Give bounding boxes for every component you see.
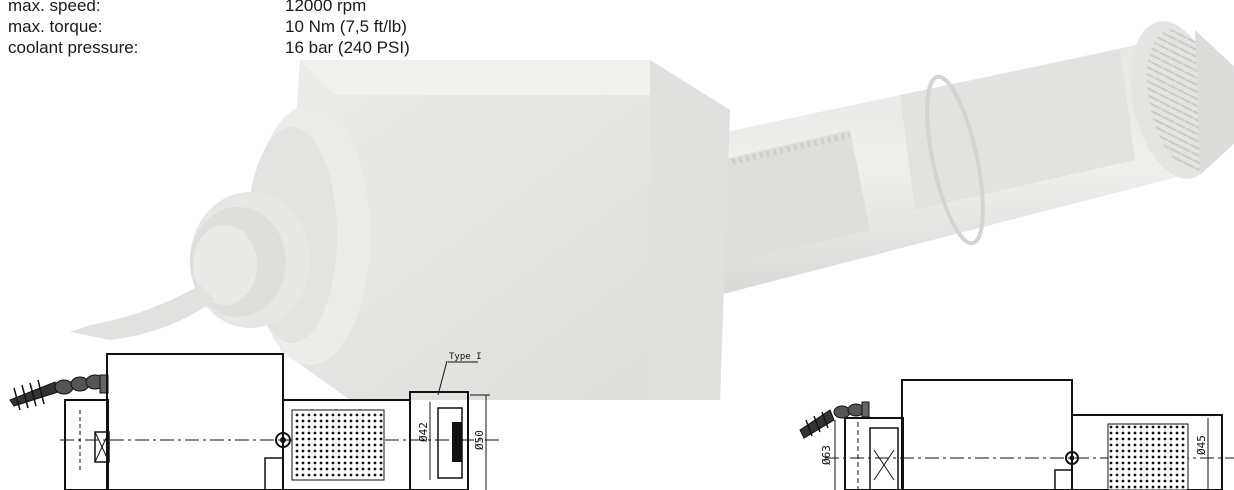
- technical-drawing-left: Ø42 Ø50 Type I: [9, 352, 500, 490]
- dim-label-outer: Ø50: [473, 430, 486, 450]
- technical-drawing-right: Ø63 Ø45: [799, 379, 1234, 490]
- coolant-nozzle-icon: [9, 374, 109, 411]
- coolant-nozzle-icon: [799, 401, 870, 439]
- spec-label: max. speed:: [8, 0, 101, 15]
- dim-label-inner: Ø42: [417, 422, 430, 442]
- spec-value: 10 Nm (7,5 ft/lb): [285, 17, 407, 36]
- spec-row-coolant: coolant pressure: 16 bar (240 PSI): [8, 37, 528, 58]
- dim-label-a: Ø63: [820, 445, 833, 465]
- dim-label-b: Ø45: [1195, 435, 1208, 455]
- type-label: Type I: [449, 352, 482, 362]
- spec-row-speed: max. speed: 12000 rpm: [8, 0, 528, 16]
- spec-row-torque: max. torque: 10 Nm (7,5 ft/lb): [8, 16, 528, 37]
- spec-label: coolant pressure:: [8, 38, 139, 57]
- spec-label: max. torque:: [8, 17, 103, 36]
- spec-list: max. speed: 12000 rpm max. torque: 10 Nm…: [8, 0, 528, 63]
- spec-value: 12000 rpm: [285, 0, 367, 15]
- spec-value: 16 bar (240 PSI): [285, 38, 410, 57]
